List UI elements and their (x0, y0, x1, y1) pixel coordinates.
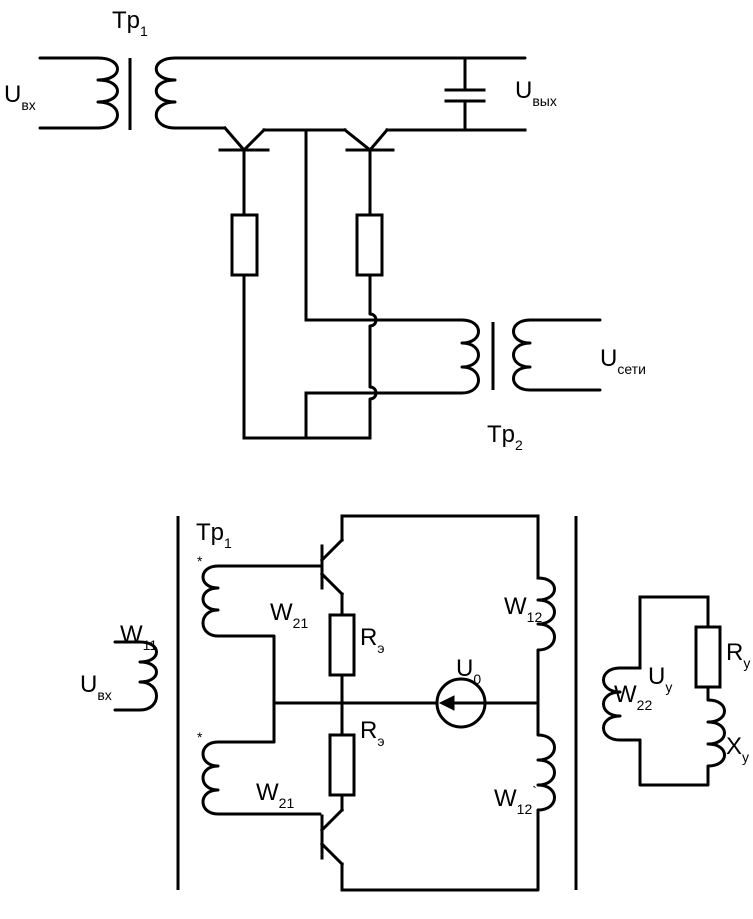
w21-top-polarity-mark: * (197, 553, 203, 569)
tr2-primary-winding (448, 318, 480, 395)
tr2-label: Tp2 (487, 421, 523, 453)
u-out-label: Uвых (515, 77, 557, 109)
tr1-label-top: Tp1 (112, 7, 148, 39)
left-resistor (230, 213, 259, 277)
right-transistor (304, 127, 395, 217)
left-return-wire (242, 273, 372, 440)
u-in-label-bottom: Uвх (80, 671, 112, 703)
ry-label: Rу (726, 639, 750, 671)
u0-source (435, 677, 487, 729)
uy-label: Uу (648, 663, 672, 695)
load-top-wire (638, 595, 710, 670)
w12-label: W12 (504, 593, 542, 625)
w21-bottom-polarity-mark: * (197, 729, 203, 745)
w21-bottom-winding (201, 740, 322, 816)
top-rail (340, 514, 540, 580)
u-in-label-top: Uвх (4, 81, 36, 113)
top-circuit: Tp1 Uвх Uвых Uсети Tp2 (4, 7, 646, 453)
w12-prime-winding (340, 701, 556, 892)
w12-prime-label: W12` (494, 783, 537, 817)
w11-winding (113, 640, 158, 712)
right-crossover-wire (368, 273, 378, 440)
w21-bottom-label: W21 (256, 779, 294, 811)
u-mains-label: Uсети (600, 345, 646, 377)
output-capacitor (444, 56, 486, 132)
top-transistor (319, 514, 345, 617)
re-bottom-label: Rэ (360, 717, 385, 749)
tr1-primary-winding (38, 56, 119, 130)
re-top-resistor (328, 613, 356, 677)
tr1-label-bottom: Tp1 (196, 519, 232, 551)
xy-label: Xу (726, 733, 749, 765)
w11-label: W11 (120, 621, 157, 653)
right-resistor (355, 213, 384, 277)
xy-inductor (638, 685, 726, 787)
re-top-label: Rэ (360, 624, 385, 656)
u0-label: U0 (456, 655, 481, 687)
w12-winding (536, 576, 556, 705)
w22-label: W22 (614, 681, 652, 713)
bottom-circuit: * * Tp1 W11 Uвх W21 W21 Rэ Rэ U0 W12 W12… (80, 514, 750, 892)
bottom-transistor (319, 793, 345, 892)
lower-wire (304, 391, 452, 440)
tr1-secondary-winding (154, 56, 527, 130)
tr2-secondary-winding (512, 318, 602, 392)
w21-top-label: W21 (270, 599, 308, 631)
ry-resistor (694, 625, 722, 689)
left-transistor (218, 125, 308, 217)
center-tap-wire (304, 128, 452, 322)
w22-winding (602, 666, 642, 742)
w21-top-winding (201, 564, 322, 744)
re-bottom-resistor (328, 733, 356, 797)
